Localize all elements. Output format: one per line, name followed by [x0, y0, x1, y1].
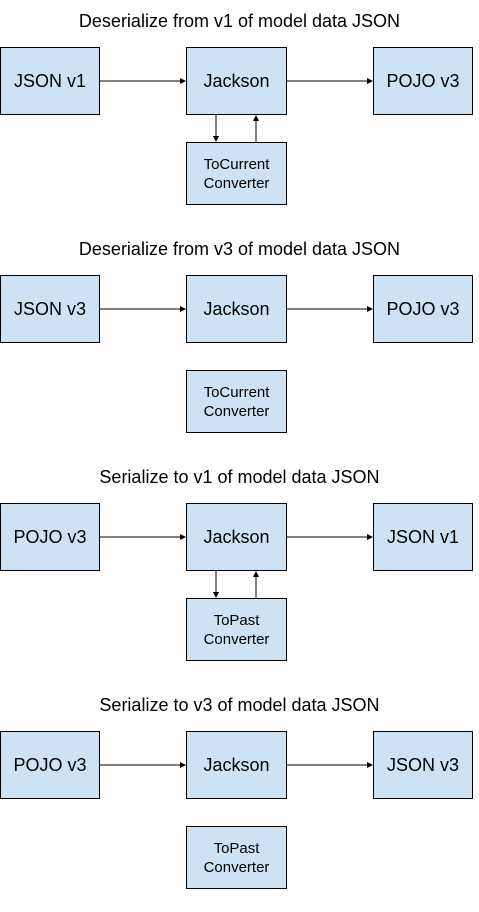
- target-box: JSON v1: [373, 503, 473, 571]
- source-box: JSON v3: [0, 275, 100, 343]
- flow-section-deserialize-v1: Deserialize from v1 of model data JSON J…: [0, 0, 479, 228]
- flow-section-deserialize-v3: Deserialize from v3 of model data JSON J…: [0, 228, 479, 456]
- jackson-box: Jackson: [186, 47, 287, 115]
- converter-box: ToPast Converter: [186, 598, 287, 661]
- jackson-box: Jackson: [186, 275, 287, 343]
- source-box: POJO v3: [0, 503, 100, 571]
- flow-section-serialize-v1: Serialize to v1 of model data JSON POJO …: [0, 456, 479, 684]
- source-box: POJO v3: [0, 731, 100, 799]
- jackson-box: Jackson: [186, 503, 287, 571]
- section-title: Deserialize from v1 of model data JSON: [78, 11, 401, 31]
- target-box: POJO v3: [373, 47, 473, 115]
- converter-box: ToCurrent Converter: [186, 142, 287, 205]
- flow-arrows: [100, 306, 373, 312]
- section-title: Serialize to v3 of model data JSON: [99, 695, 380, 715]
- flow-section-serialize-v3: Serialize to v3 of model data JSON POJO …: [0, 684, 479, 912]
- flow-arrows: [100, 762, 373, 768]
- jackson-box: Jackson: [186, 731, 287, 799]
- flow-arrows: [100, 534, 373, 598]
- converter-box: ToCurrent Converter: [186, 370, 287, 433]
- flow-arrows: [100, 78, 373, 142]
- converter-box: ToPast Converter: [186, 826, 287, 889]
- source-box: JSON v1: [0, 47, 100, 115]
- section-title: Serialize to v1 of model data JSON: [99, 467, 380, 487]
- target-box: JSON v3: [373, 731, 473, 799]
- target-box: POJO v3: [373, 275, 473, 343]
- section-title: Deserialize from v3 of model data JSON: [78, 239, 401, 259]
